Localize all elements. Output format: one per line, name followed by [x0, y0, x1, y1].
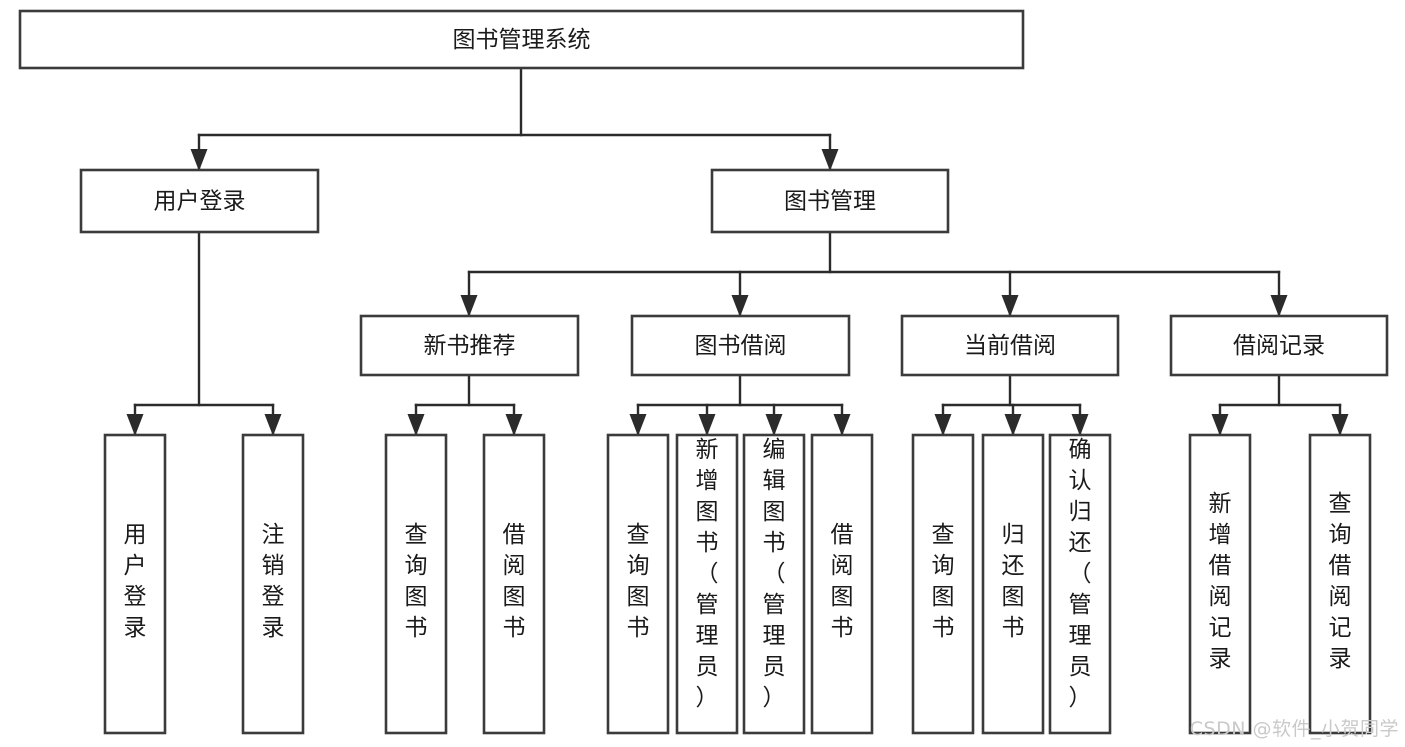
- arrow-head-icon: [731, 295, 749, 317]
- node-box[interactable]: [482, 433, 546, 735]
- node-label: 查询图书: [932, 522, 955, 641]
- node-box[interactable]: [606, 433, 670, 735]
- connector-group-user-login-children: [126, 230, 282, 436]
- arrow-head-icon: [1071, 414, 1089, 436]
- node-box[interactable]: [900, 314, 1120, 377]
- node-leaf-query-record[interactable]: 查询借阅记录: [1308, 433, 1372, 735]
- node-current-borrow[interactable]: 当前借阅: [900, 314, 1120, 377]
- arrow-head-icon: [934, 414, 952, 436]
- connector-group-current-borrow-children: [934, 373, 1089, 436]
- arrow-head-icon: [833, 414, 851, 436]
- node-label: 查询图书: [405, 522, 428, 641]
- connector-group-borrow-record-children: [1211, 373, 1349, 436]
- node-label: 借阅图书: [503, 522, 526, 641]
- node-user-login[interactable]: 用户登录: [79, 168, 320, 234]
- node-leaf-confirm-return[interactable]: 确认归还（管理员）: [1048, 433, 1112, 735]
- connector-group-book-borrow-children: [629, 373, 851, 436]
- arrow-head-icon: [821, 149, 839, 171]
- arrow-head-icon: [1331, 414, 1349, 436]
- node-layer: 图书管理系统用户登录图书管理新书推荐图书借阅当前借阅借阅记录用户登录注销登录查询…: [18, 9, 1389, 735]
- node-box[interactable]: [675, 433, 739, 735]
- node-box[interactable]: [1169, 314, 1389, 377]
- arrow-head-icon: [1004, 414, 1022, 436]
- arrow-head-icon: [765, 414, 783, 436]
- connector-layer: [126, 66, 1349, 436]
- node-label: 新增图书（管理员）: [696, 437, 719, 711]
- node-box[interactable]: [810, 433, 874, 735]
- node-label: 新书推荐: [424, 333, 516, 359]
- node-book-borrow[interactable]: 图书借阅: [630, 314, 851, 377]
- node-label: 借阅记录: [1233, 333, 1325, 359]
- node-box[interactable]: [981, 433, 1045, 735]
- node-box[interactable]: [1048, 433, 1112, 735]
- node-box[interactable]: [742, 433, 806, 735]
- node-label: 图书管理系统: [453, 27, 591, 53]
- node-new-book-rec[interactable]: 新书推荐: [359, 314, 580, 377]
- connector-group-book-manage-children: [460, 230, 1288, 317]
- node-leaf-user-login[interactable]: 用户登录: [103, 433, 167, 735]
- node-label: 查询图书: [627, 522, 650, 641]
- node-label: 当前借阅: [964, 333, 1056, 359]
- arrow-head-icon: [698, 414, 716, 436]
- node-label: 注销登录: [262, 522, 285, 641]
- node-box[interactable]: [1308, 433, 1372, 735]
- node-leaf-query-book-3[interactable]: 查询图书: [911, 433, 975, 735]
- node-label: 借阅图书: [831, 522, 854, 641]
- node-label: 归还图书: [1002, 522, 1025, 641]
- arrow-head-icon: [1270, 295, 1288, 317]
- arrow-head-icon: [1211, 414, 1229, 436]
- arrow-head-icon: [1001, 295, 1019, 317]
- node-borrow-record[interactable]: 借阅记录: [1169, 314, 1389, 377]
- node-box[interactable]: [384, 433, 448, 735]
- node-box[interactable]: [18, 9, 1025, 70]
- node-box[interactable]: [1188, 433, 1252, 735]
- arrow-head-icon: [190, 149, 208, 171]
- arrow-head-icon: [460, 295, 478, 317]
- node-leaf-logout[interactable]: 注销登录: [241, 433, 305, 735]
- node-box[interactable]: [710, 168, 950, 234]
- arrow-head-icon: [264, 414, 282, 436]
- arrow-head-icon: [505, 414, 523, 436]
- node-box[interactable]: [79, 168, 320, 234]
- arrow-head-icon: [126, 414, 144, 436]
- node-leaf-add-record[interactable]: 新增借阅记录: [1188, 433, 1252, 735]
- node-box[interactable]: [359, 314, 580, 377]
- node-label: 图书借阅: [695, 333, 787, 359]
- node-label: 图书管理: [784, 189, 876, 215]
- node-box[interactable]: [630, 314, 851, 377]
- node-label: 查询借阅记录: [1329, 491, 1352, 672]
- node-label: 编辑图书（管理员）: [763, 437, 786, 711]
- node-leaf-query-book-1[interactable]: 查询图书: [384, 433, 448, 735]
- node-box[interactable]: [911, 433, 975, 735]
- node-box[interactable]: [241, 433, 305, 735]
- node-label: 用户登录: [154, 189, 246, 215]
- node-leaf-edit-book[interactable]: 编辑图书（管理员）: [742, 433, 806, 735]
- node-label: 用户登录: [124, 522, 147, 641]
- node-label: 确认归还（管理员）: [1069, 437, 1092, 711]
- arrow-head-icon: [629, 414, 647, 436]
- node-leaf-add-book[interactable]: 新增图书（管理员）: [675, 433, 739, 735]
- node-leaf-borrow-book-1[interactable]: 借阅图书: [482, 433, 546, 735]
- node-leaf-borrow-book-2[interactable]: 借阅图书: [810, 433, 874, 735]
- node-label: 新增借阅记录: [1209, 491, 1232, 672]
- csdn-watermark: CSDN @软件_小贺同学: [1189, 718, 1399, 740]
- connector-group-new-book-rec-children: [407, 373, 523, 436]
- arrow-head-icon: [407, 414, 425, 436]
- node-leaf-query-book-2[interactable]: 查询图书: [606, 433, 670, 735]
- node-box[interactable]: [103, 433, 167, 735]
- node-leaf-return-book[interactable]: 归还图书: [981, 433, 1045, 735]
- node-root[interactable]: 图书管理系统: [18, 9, 1025, 70]
- connector-group-root-children: [190, 66, 839, 171]
- node-book-manage[interactable]: 图书管理: [710, 168, 950, 234]
